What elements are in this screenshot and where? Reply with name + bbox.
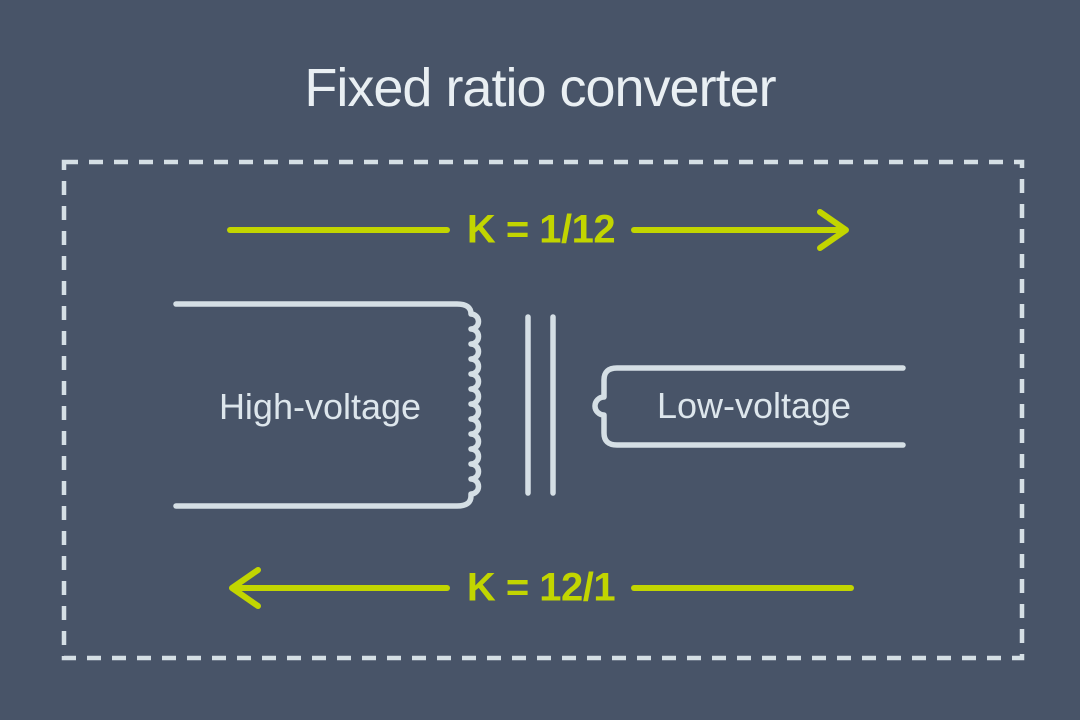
ratio-label-k-12-1: K = 12/1 (466, 565, 616, 610)
ratio-label-k-1-12: K = 1/12 (466, 207, 616, 252)
high-voltage-winding-symbol (173, 301, 482, 509)
arrow-head-left-icon (229, 567, 261, 609)
hv-to-lv-arrow (227, 209, 849, 251)
low-voltage-label: Low-voltage (656, 385, 852, 426)
arrow-head-right-icon (817, 209, 849, 251)
high-voltage-label: High-voltage (218, 386, 422, 427)
page-title: Fixed ratio converter (304, 58, 776, 118)
transformer-core-symbol (525, 314, 556, 496)
lv-to-hv-arrow (229, 567, 854, 609)
low-voltage-winding-symbol (592, 365, 906, 448)
converter-boundary-box (61, 159, 1025, 661)
